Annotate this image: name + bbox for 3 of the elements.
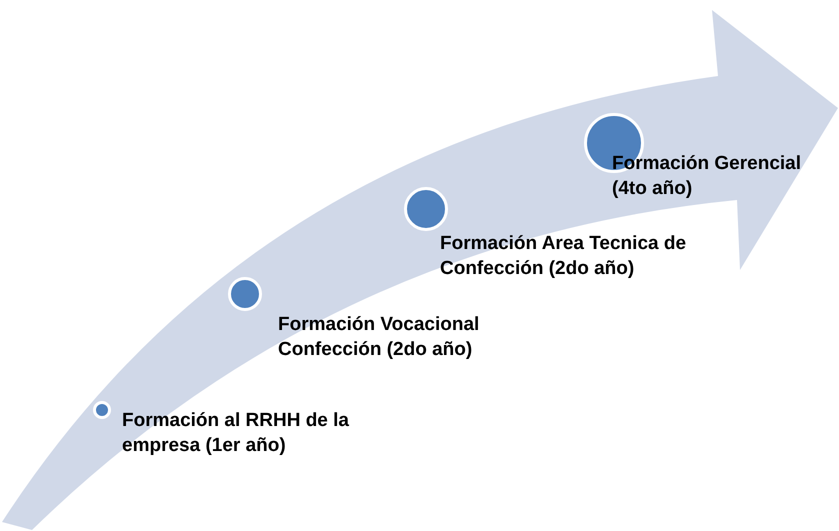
step-label: Formación Vocacional Confección (2do año) <box>278 313 480 362</box>
step-label: Formación Area Tecnica de Confección (2do año) <box>440 232 688 281</box>
step-label: Formación al RRHH de la empresa (1er año) <box>122 409 350 458</box>
